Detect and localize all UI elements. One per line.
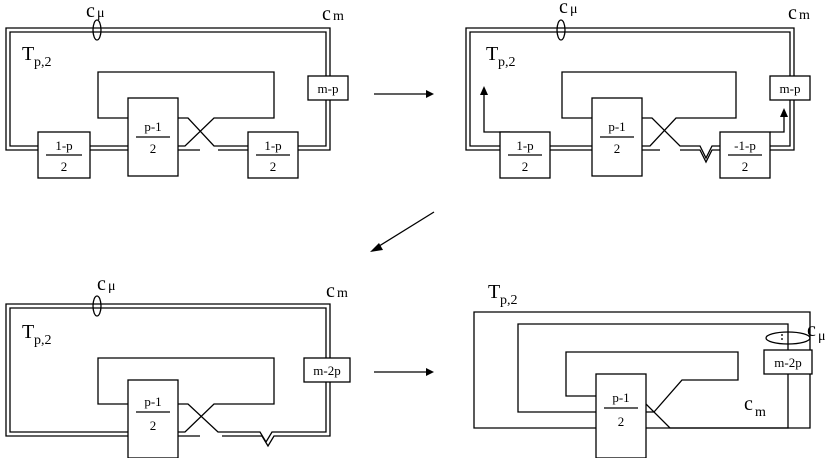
arrowhead-icon (426, 368, 434, 376)
panel-2: 1-p 2 p-1 2 -1-p 2 m-p c μ c m T p,2 (465, 0, 811, 179)
box-mid-den: 2 (150, 141, 157, 156)
c-m-sub: m (333, 9, 344, 24)
c-mu-label: c (86, 0, 95, 22)
box-side (303, 357, 351, 383)
outer-band-line (465, 27, 795, 151)
crossing-strand (178, 117, 248, 151)
box-side-label: m-p (780, 81, 801, 96)
twist-arrow (483, 92, 510, 133)
box-side (763, 349, 813, 375)
c-mu-sub: μ (818, 329, 826, 344)
outer-band-line (9, 307, 327, 444)
torus-sub: p,2 (34, 333, 52, 348)
loop-strand (97, 71, 275, 147)
box-side (769, 75, 811, 101)
box-left-num: 1-p (516, 138, 533, 153)
box-right-num: -1-p (734, 138, 756, 153)
c-mu-meridian-icon (92, 19, 102, 41)
c-m-sub: m (337, 286, 348, 301)
torus-label: T (22, 43, 34, 65)
c-mu-meridian-icon (765, 331, 811, 345)
torus-sub: p,2 (34, 55, 52, 70)
c-mu-sub: μ (570, 2, 578, 17)
crossing-strand (178, 403, 244, 437)
c-m-label: c (326, 280, 335, 302)
c-m-strand (517, 323, 789, 413)
box-right-den: 2 (742, 159, 749, 174)
outer-band-line (5, 27, 331, 151)
outer-band-line (469, 31, 791, 147)
box-mid-num: p-1 (144, 119, 161, 134)
box-mid-den: 2 (618, 414, 625, 429)
panel-1: 1-p 2 p-1 2 1-p 2 m-p c μ c m T p,2 (5, 0, 349, 179)
torus-label: T (22, 321, 34, 343)
c-mu-meridian-icon (92, 295, 102, 317)
c-mu-sub: μ (108, 279, 116, 294)
box-mid-num: p-1 (144, 394, 161, 409)
torus-label: T (488, 281, 500, 303)
c-mu-label: c (97, 273, 106, 295)
torus-sub: p,2 (498, 55, 516, 70)
box-mid (127, 379, 179, 458)
box-mid-num: p-1 (612, 390, 629, 405)
c-m-label: c (788, 2, 797, 24)
box-side (307, 75, 349, 101)
band-segment (550, 145, 592, 151)
box-right-num: 1-p (264, 138, 281, 153)
c-m-label: c (744, 393, 753, 415)
loop-strand (97, 357, 275, 433)
crossing-strand (642, 117, 720, 164)
box-side-label: m-2p (313, 363, 340, 378)
c-m-label: c (322, 3, 331, 25)
outer-band-line (9, 31, 327, 147)
c-mu-label: c (559, 0, 568, 18)
box-mid-den: 2 (614, 141, 621, 156)
loop-strand (561, 71, 737, 147)
c-m-sub: m (799, 8, 810, 23)
c-m-strand (646, 372, 789, 429)
arrow-diagonal-icon (375, 211, 435, 249)
box-side-label: m-p (318, 81, 339, 96)
box-mid-num: p-1 (608, 119, 625, 134)
twist-arrow (770, 114, 785, 133)
band-segment (90, 145, 128, 151)
panel-4: p-1 2 m-2p c μ c m T p,2 (473, 281, 826, 458)
box-left-den: 2 (522, 159, 529, 174)
arrowhead-icon (426, 90, 434, 98)
box-mid (595, 373, 647, 458)
box-mid-den: 2 (150, 418, 157, 433)
arrowhead-icon (780, 108, 788, 117)
c-m-sub: m (755, 405, 766, 420)
c-mu-sub: μ (97, 6, 105, 21)
loop-strand (565, 351, 739, 413)
c-mu-meridian-icon (556, 19, 566, 41)
panel-3: p-1 2 m-2p c μ c m T p,2 (5, 273, 351, 458)
box-side-label: m-2p (774, 355, 801, 370)
torus-label: T (486, 43, 498, 65)
arrowhead-icon (480, 86, 488, 95)
box-left-num: 1-p (55, 138, 72, 153)
torus-sub: p,2 (500, 293, 518, 308)
arrowhead-icon (370, 243, 383, 252)
c-mu-label: c (807, 319, 816, 341)
box-left-den: 2 (61, 159, 68, 174)
box-right-den: 2 (270, 159, 277, 174)
